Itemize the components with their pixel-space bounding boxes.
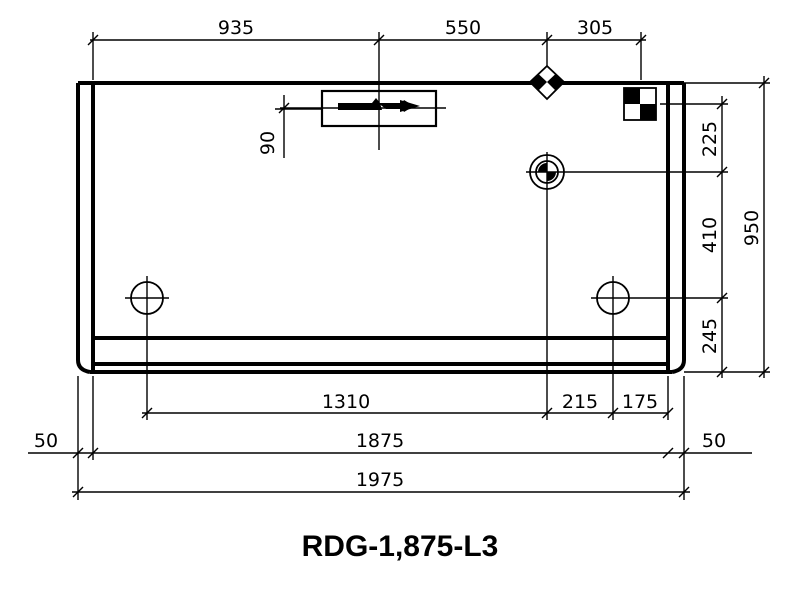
dim-305: 305 — [577, 17, 613, 39]
foot-hole-left-icon — [125, 276, 169, 420]
dim-1975: 1975 — [356, 469, 404, 491]
dim-410: 410 — [699, 217, 721, 253]
dim-175: 175 — [622, 391, 658, 413]
dim-935: 935 — [218, 17, 254, 39]
left-dimension-90 — [275, 95, 322, 158]
dim-left-50: 50 — [34, 430, 58, 452]
dim-215: 215 — [562, 391, 598, 413]
bottom-dimension-row-3 — [72, 486, 690, 498]
right-dimension-chain — [660, 76, 770, 378]
bottom-dimension-row-2 — [28, 376, 752, 500]
foot-hole-right-icon — [591, 276, 728, 420]
dim-245: 245 — [699, 318, 721, 354]
bottom-dimension-row-1 — [141, 376, 674, 420]
dim-225: 225 — [699, 121, 721, 157]
dim-1875: 1875 — [356, 430, 404, 452]
socket-checker-icon — [623, 87, 657, 121]
dim-90: 90 — [257, 131, 279, 155]
dim-1310: 1310 — [322, 391, 370, 413]
tap-hole-diamond-icon — [528, 64, 566, 101]
dim-950: 950 — [741, 210, 763, 246]
counter-outline — [76, 81, 686, 374]
dim-right-50: 50 — [702, 430, 726, 452]
drain-hole-icon — [526, 152, 728, 420]
model-label: RDG-1,875-L3 — [301, 530, 499, 563]
dim-550: 550 — [445, 17, 481, 39]
top-dimension-chain — [87, 32, 647, 150]
level-symbol-icon — [280, 89, 446, 128]
